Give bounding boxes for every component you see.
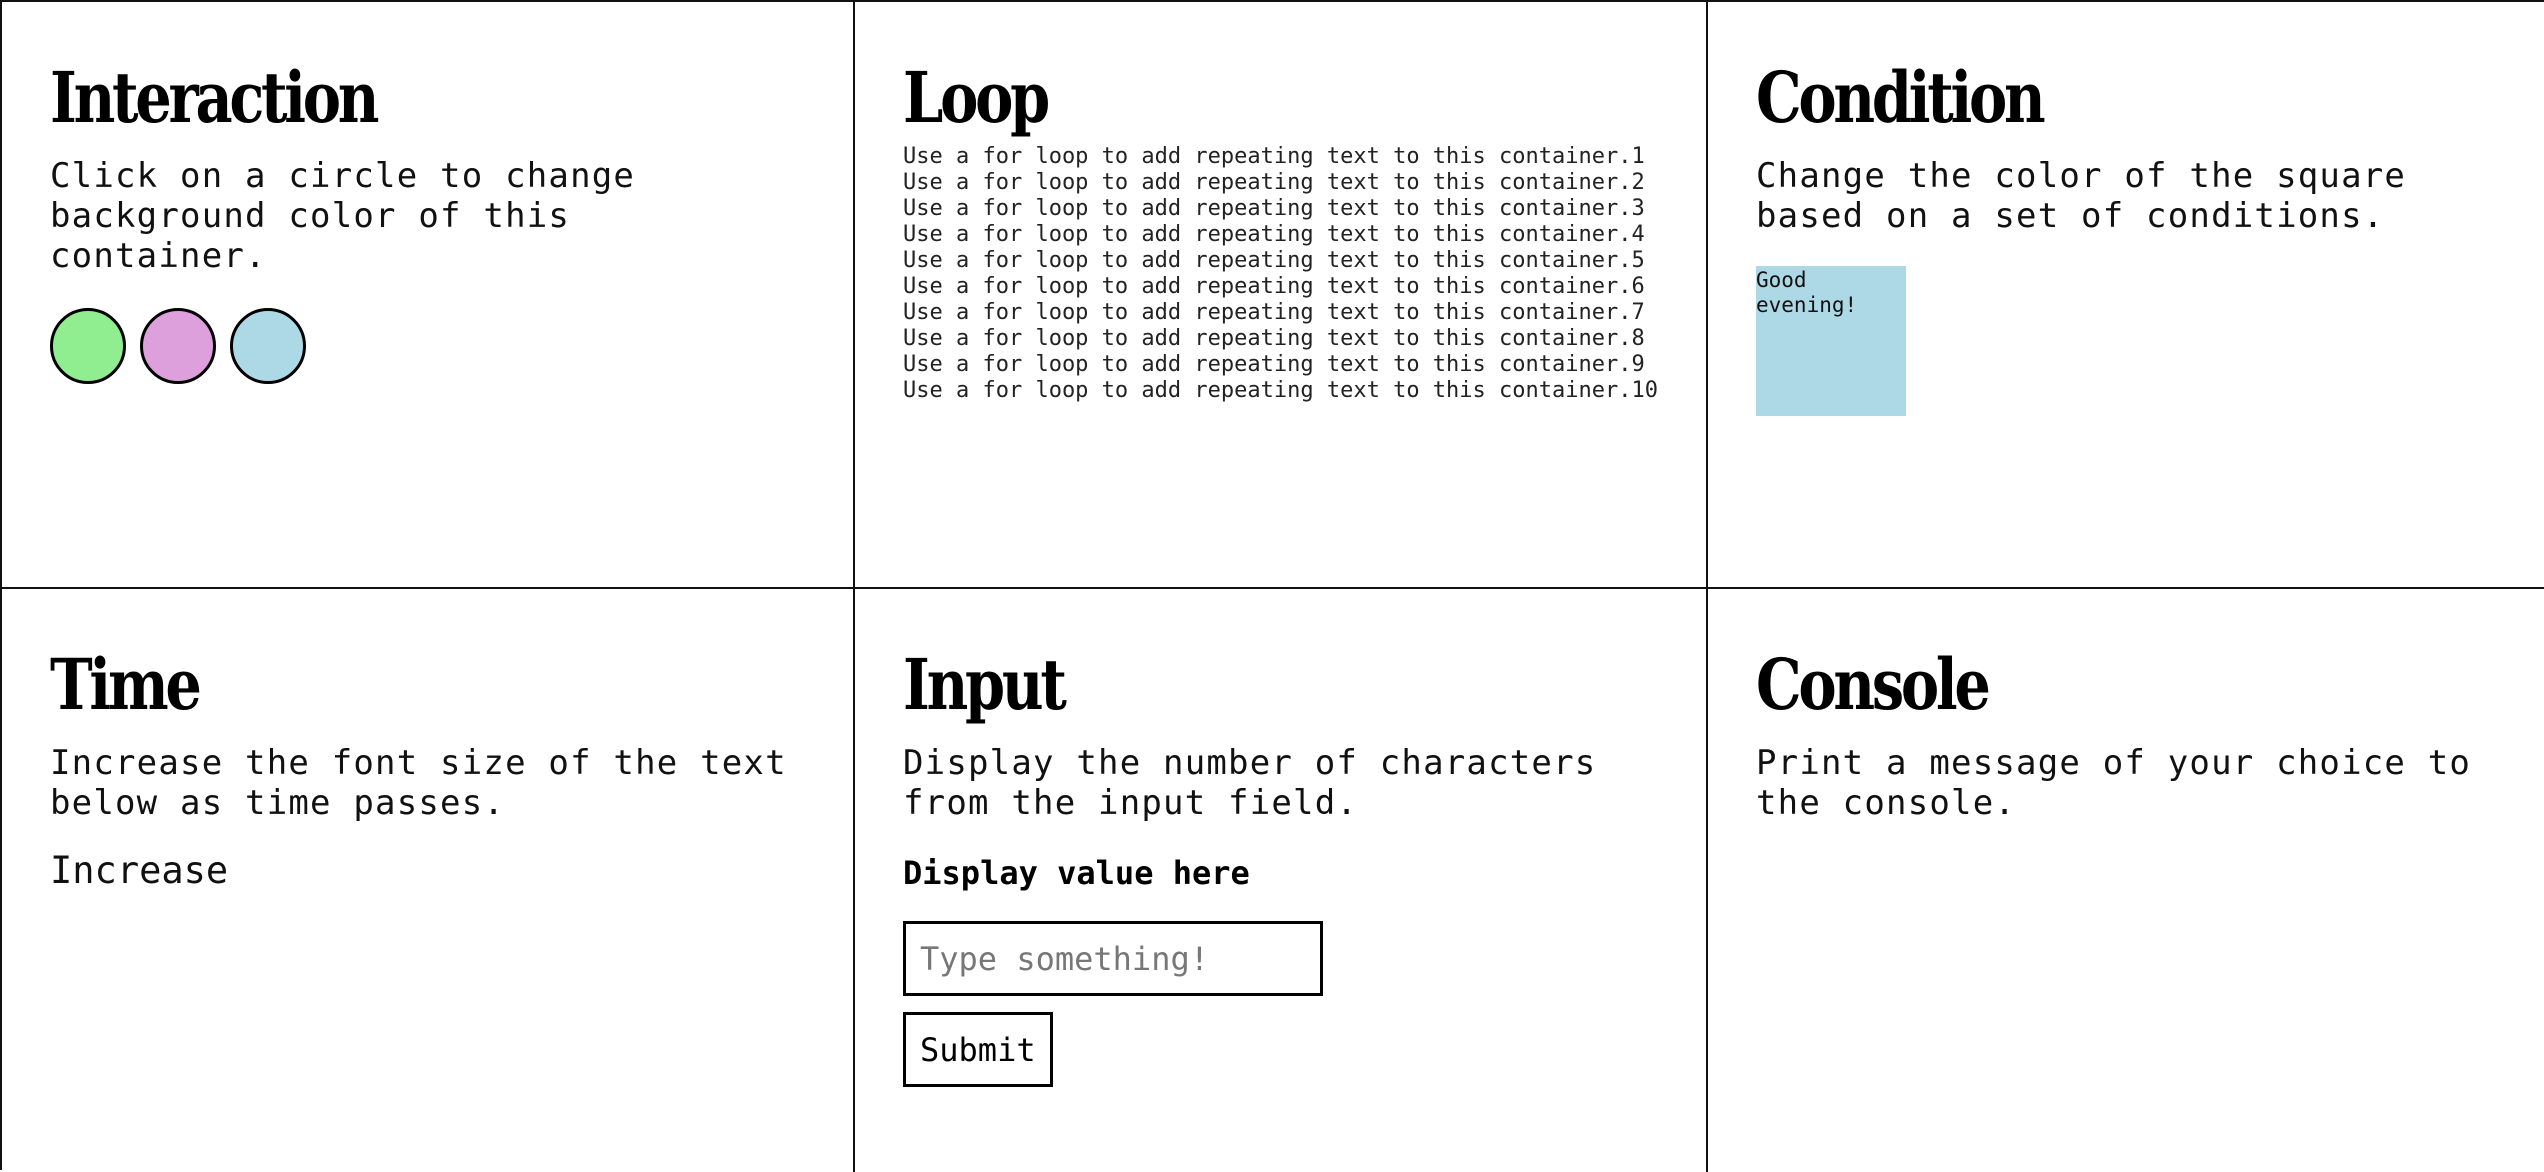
interaction-title: Interaction xyxy=(50,56,380,139)
input-description: Display the number of characters from th… xyxy=(903,743,1597,823)
loop-line: Use a for loop to add repeating text to … xyxy=(903,222,1645,247)
loop-line: Use a for loop to add repeating text to … xyxy=(903,326,1645,351)
loop-line: Use a for loop to add repeating text to … xyxy=(903,352,1645,377)
console-panel: Console Print a message of your choice t… xyxy=(1708,589,2544,1172)
time-description: Increase the font size of the text below… xyxy=(50,743,787,823)
condition-description: Change the color of the square based on … xyxy=(1756,156,2407,236)
loop-line: Use a for loop to add repeating text to … xyxy=(903,248,1645,273)
loop-line: Use a for loop to add repeating text to … xyxy=(903,196,1645,221)
loop-panel: Loop Use a for loop to add repeating tex… xyxy=(855,2,1708,589)
color-circles xyxy=(50,308,805,384)
time-title: Time xyxy=(50,643,202,726)
condition-title: Condition xyxy=(1756,56,2046,139)
loop-line: Use a for loop to add repeating text to … xyxy=(903,170,1645,195)
green-circle[interactable] xyxy=(50,308,126,384)
display-value-text: Display value here xyxy=(903,854,1250,892)
interaction-panel: Interaction Click on a circle to change … xyxy=(2,2,855,589)
plum-circle[interactable] xyxy=(140,308,216,384)
loop-title: Loop xyxy=(903,56,1050,139)
console-description: Print a message of your choice to the co… xyxy=(1756,743,2472,823)
input-title: Input xyxy=(903,643,1067,726)
text-input[interactable] xyxy=(903,921,1323,996)
loop-line: Use a for loop to add repeating text to … xyxy=(903,144,1645,169)
loop-lines: Use a for loop to add repeating text to … xyxy=(903,144,1658,404)
loop-line: Use a for loop to add repeating text to … xyxy=(903,300,1645,325)
interaction-description: Click on a circle to change background c… xyxy=(50,156,636,276)
loop-line: Use a for loop to add repeating text to … xyxy=(903,274,1645,299)
condition-square: Good evening! xyxy=(1756,266,1906,416)
lightblue-circle[interactable] xyxy=(230,308,306,384)
condition-panel: Condition Change the color of the square… xyxy=(1708,2,2544,589)
time-panel: Time Increase the font size of the text … xyxy=(2,589,855,1172)
loop-line: Use a for loop to add repeating text to … xyxy=(903,378,1658,403)
console-title: Console xyxy=(1756,643,1991,726)
submit-button[interactable]: Submit xyxy=(903,1012,1053,1087)
input-panel: Input Display the number of characters f… xyxy=(855,589,1708,1172)
increase-text: Increase xyxy=(50,849,229,892)
